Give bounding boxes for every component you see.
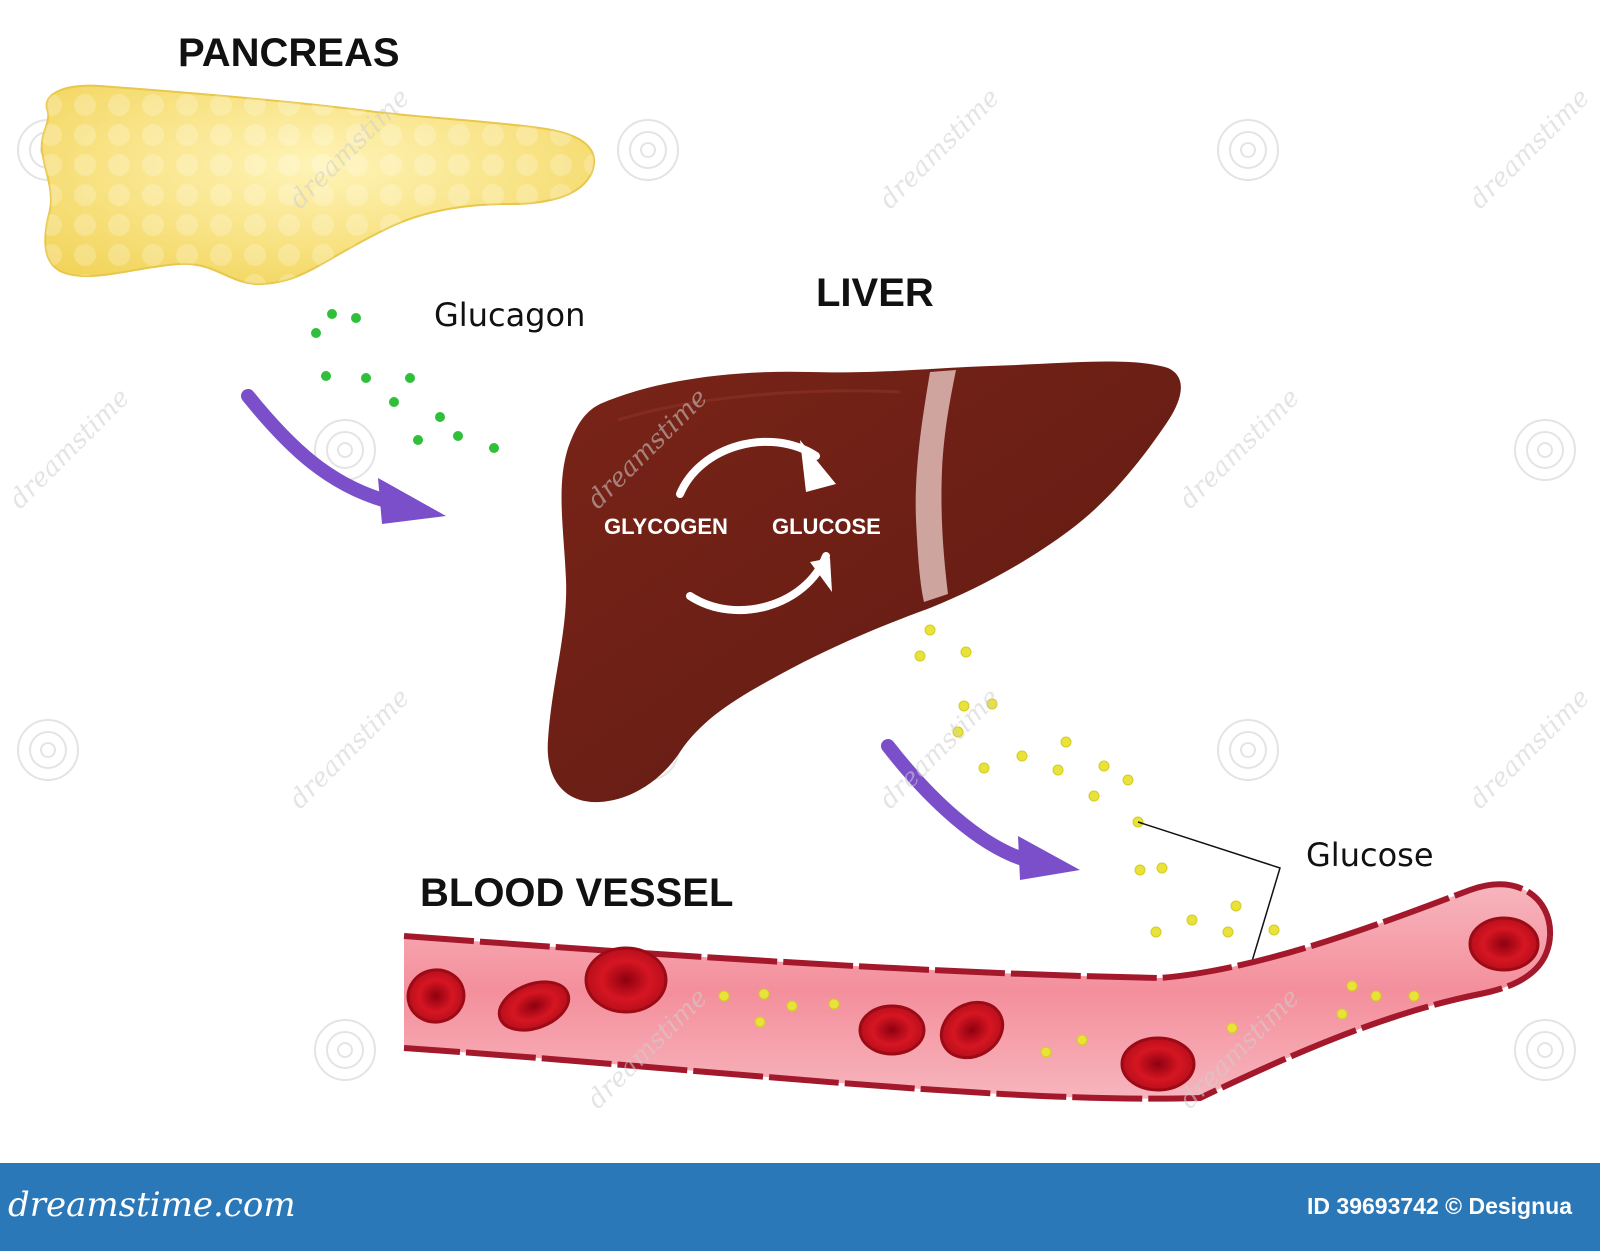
footer-credit: ID 39693742 © Designua xyxy=(1307,1193,1572,1219)
cycle-arrows-icon xyxy=(676,437,836,614)
diagram-canvas: PANCREAS Glucagon LIVER GLYCOGEN GLUCOSE xyxy=(4,31,1596,1115)
glucose-inner-label: GLUCOSE xyxy=(772,514,881,539)
glucose-label: Glucose xyxy=(1306,836,1434,874)
svg-text:dreamstime: dreamstime xyxy=(1464,83,1596,215)
glucagon-dots xyxy=(311,309,499,453)
blood-vessel-illustration xyxy=(403,881,1554,1102)
liver-label: LIVER xyxy=(816,271,934,315)
svg-text:dreamstime: dreamstime xyxy=(1174,383,1306,515)
glucagon-label: Glucagon xyxy=(434,296,585,334)
red-blood-cells xyxy=(406,916,1540,1092)
pancreas-illustration xyxy=(40,84,595,286)
footer-site-name: dreamstime.com xyxy=(8,1185,296,1225)
liver-illustration xyxy=(547,361,1181,803)
pancreas-label: PANCREAS xyxy=(178,31,400,75)
svg-text:dreamstime: dreamstime xyxy=(1464,683,1596,815)
svg-text:dreamstime: dreamstime xyxy=(4,383,136,515)
svg-text:dreamstime: dreamstime xyxy=(874,83,1006,215)
glucose-dots xyxy=(914,624,1280,938)
svg-text:dreamstime: dreamstime xyxy=(284,683,416,815)
footer-bar: dreamstime.com ID 39693742 © Designua xyxy=(0,1163,1600,1251)
blood-vessel-label: BLOOD VESSEL xyxy=(420,871,733,915)
vessel-glucose-dots xyxy=(718,980,1420,1058)
arrow-pancreas-to-liver xyxy=(241,389,446,524)
arrow-liver-to-vessel xyxy=(881,739,1080,880)
glycogen-label: GLYCOGEN xyxy=(604,514,728,539)
